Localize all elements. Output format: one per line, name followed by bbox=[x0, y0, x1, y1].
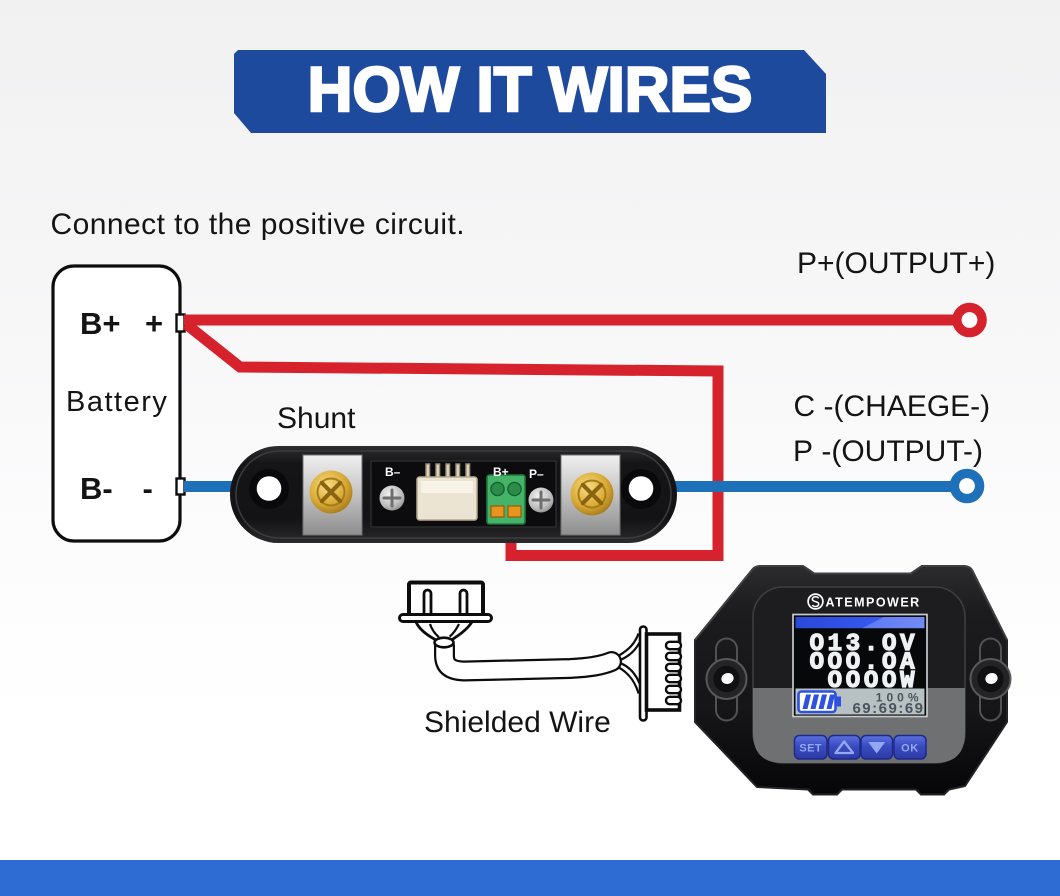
svg-text:SET: SET bbox=[799, 743, 822, 755]
svg-text:69:69:69: 69:69:69 bbox=[852, 700, 924, 717]
svg-text:P–: P– bbox=[529, 467, 544, 481]
svg-text:OOO.OA: OOO.OA bbox=[810, 650, 919, 677]
svg-text:B+: B+ bbox=[493, 465, 509, 479]
svg-text:OK: OK bbox=[901, 743, 919, 755]
svg-text:O13.OV: O13.OV bbox=[810, 631, 919, 658]
svg-text:ATEMPOWER: ATEMPOWER bbox=[826, 596, 921, 610]
svg-text:100%: 100% bbox=[876, 691, 923, 705]
svg-text:B–: B– bbox=[385, 465, 401, 479]
